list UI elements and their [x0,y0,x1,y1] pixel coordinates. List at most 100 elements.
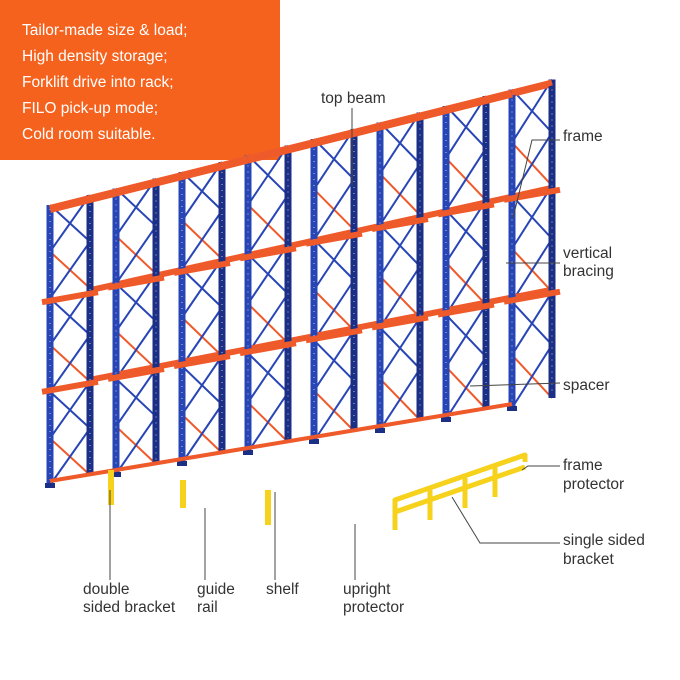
guide-rail [49,468,117,483]
vertical-bracing [115,225,157,285]
vertical-bracing [313,178,355,241]
leader-line [521,465,560,471]
upright [416,112,424,420]
vertical-bracing [247,243,289,305]
top-beam [445,89,513,114]
guide-rail [115,457,183,472]
shelf-bracket [239,245,297,262]
vertical-bracing [379,316,421,380]
top-beam [181,155,249,180]
base-plate [507,406,517,411]
vertical-bracing [445,356,487,420]
feature-line: Forklift drive into rack; [22,74,174,91]
vertical-bracing [379,368,421,431]
upright-protector [265,490,271,525]
vertical-bracing [181,403,223,464]
upright-protector [108,470,114,505]
shelf-bracket [437,201,495,218]
label-double-sided-bracket-line2: sided bracket [83,599,176,616]
label-frame-protector-line1: frame [563,457,603,474]
label-shelf: shelf [266,581,299,598]
label-guide-rail-line1: guide [197,581,235,598]
label-top-beam: top beam [321,90,386,107]
vertical-bracing [181,355,223,416]
top-beam [49,188,117,213]
top-beam [115,172,183,197]
shelf-bracket [239,340,297,357]
base-plate [177,461,187,466]
vertical-bracing [511,238,553,303]
top-beam [247,139,315,164]
vertical-bracing [445,251,487,316]
vertical-bracing [445,95,487,159]
vertical-bracing [247,392,289,453]
vertical-bracing [181,209,223,270]
feature-line: Tailor-made size & load; [22,22,188,39]
vertical-bracing [445,199,487,264]
shelf-bracket [371,314,429,331]
vertical-bracing [313,279,355,341]
vertical-bracing [445,147,487,211]
vertical-bracing [247,194,289,255]
beams-front-group [41,89,561,483]
leader-line [469,382,561,387]
shelf-bracket [173,353,231,370]
vertical-bracing [313,229,355,291]
vertical-bracing [511,344,553,409]
shelf-bracket [173,259,231,276]
upright [350,129,358,431]
top-beam [379,106,447,131]
shelf-bracket [371,216,429,233]
vertical-bracing [511,291,553,356]
base-plate [309,439,319,444]
vertical-bracing [115,368,157,427]
label-double-sided-bracket-line1: double [83,581,130,598]
vertical-bracing [379,111,421,175]
leader-lines-group [109,108,561,580]
single-sided-bracket [503,288,561,305]
single-sided-bracket [503,186,561,203]
vertical-bracing [511,185,553,250]
leader-line [512,139,560,219]
shelf-bracket [41,378,99,395]
guide-rail [247,435,315,450]
upright [508,89,516,408]
feature-line: Cold room suitable. [22,126,156,143]
guide-rail [445,402,513,417]
shelf-bracket [41,289,99,306]
upright [310,139,318,441]
shelf-bracket [437,301,495,318]
frame-top-tie [511,79,553,96]
label-vertical-bracing-line1: vertical [563,245,613,262]
vertical-bracing [313,128,355,190]
vertical-bracing [115,273,157,332]
base-plate [243,450,253,455]
vertical-bracing [49,241,91,299]
feature-box: Tailor-made size & load; High density st… [0,0,280,160]
vertical-bracing [247,144,289,206]
frame-protector [392,452,528,530]
upright [86,195,94,475]
base-plate [441,417,451,422]
vertical-bracing [379,265,421,329]
upright-protector [180,480,186,508]
upright [482,96,490,409]
vertical-bracing [379,163,421,226]
upright [376,122,384,430]
vertical-bracing [511,132,553,197]
upright [46,205,54,485]
label-guide-rail-line2: rail [197,599,218,616]
label-vertical-bracing-line2: bracing [563,263,614,280]
protectors-group [108,452,528,530]
guide-rail [181,446,249,461]
vertical-bracing [49,381,91,439]
vertical-bracing [313,380,355,442]
top-beam [313,122,381,147]
leader-line [451,496,560,544]
vertical-bracing [313,329,355,392]
shelf-bracket [107,274,165,291]
label-single-sided-bracket-line2: bracket [563,551,614,568]
vertical-bracing [445,304,487,368]
vertical-bracing [49,334,91,393]
